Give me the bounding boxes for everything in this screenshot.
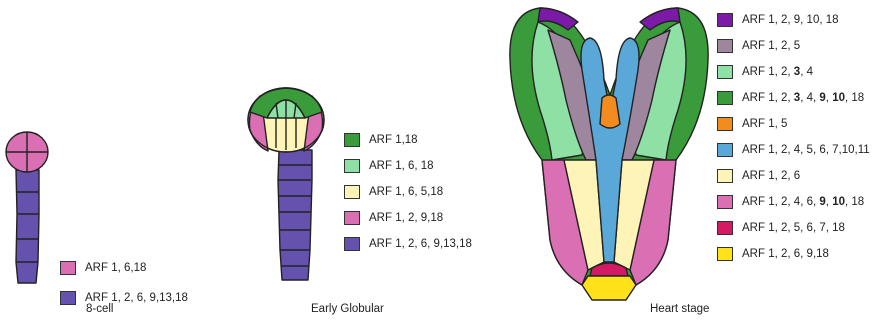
- legend-swatch: [60, 291, 76, 305]
- legend-swatch: [717, 13, 733, 27]
- legend-label: ARF 1, 5: [742, 117, 787, 131]
- legend-label: ARF 1, 6, 18: [369, 159, 434, 173]
- legend-swatch: [717, 247, 733, 261]
- legend-label: ARF 1, 2, 5, 6, 7, 18: [742, 221, 845, 235]
- caption-8-cell: 8-cell: [86, 302, 113, 316]
- legend-item: ARF 1, 2, 4, 6, 9, 10, 18: [717, 194, 864, 210]
- legend-label: ARF 1, 2, 6: [742, 169, 800, 183]
- legend-item: ARF 1, 2, 5: [717, 38, 800, 54]
- legend-label: ARF 1, 2, 9,18: [369, 211, 443, 225]
- legend-item: ARF 1, 2, 3, 4, 9, 10, 18: [717, 90, 864, 106]
- globular-suspensor: [278, 150, 312, 280]
- legend-swatch: [344, 211, 360, 225]
- legend-label: ARF 1, 2, 3, 4: [742, 65, 813, 79]
- legend-swatch: [344, 237, 360, 251]
- legend-item: ARF 1, 2, 5, 6, 7, 18: [717, 220, 845, 236]
- legend-label: ARF 1, 2, 4, 6, 9, 10, 18: [742, 195, 864, 209]
- legend-item: ARF 1, 6,18: [60, 260, 146, 276]
- legend-swatch: [717, 143, 733, 157]
- heart-root-cap: [582, 276, 636, 300]
- legend-swatch: [717, 65, 733, 79]
- legend-swatch: [717, 195, 733, 209]
- legend-label: ARF 1, 2, 3, 4, 9, 10, 18: [742, 91, 864, 105]
- legend-item: ARF 1, 2, 6, 9,13,18: [60, 290, 188, 306]
- legend-swatch: [717, 91, 733, 105]
- legend-item: ARF 1, 6, 5,18: [344, 184, 443, 200]
- legend-item: ARF 1, 2, 4, 5, 6, 7,10,11: [717, 142, 870, 158]
- legend-label: ARF 1, 6,18: [85, 261, 146, 275]
- legend-item: ARF 1, 2, 6, 9,18: [717, 246, 829, 262]
- legend-label: ARF 1, 2, 6, 9,13,18: [369, 237, 472, 251]
- legend-label: ARF 1, 6, 5,18: [369, 185, 443, 199]
- legend-swatch: [717, 221, 733, 235]
- heart-shoot-meristem: [600, 95, 620, 128]
- legend-swatch: [344, 133, 360, 147]
- legend-item: ARF 1, 2, 9, 10, 18: [717, 12, 839, 28]
- legend-label: ARF 1, 2, 6, 9,18: [742, 247, 829, 261]
- legend-label: ARF 1, 2, 9, 10, 18: [742, 13, 839, 27]
- caption-early-globular: Early Globular: [311, 302, 384, 316]
- legend-swatch: [344, 185, 360, 199]
- legend-swatch: [717, 169, 733, 183]
- legend-item: ARF 1, 2, 3, 4: [717, 64, 813, 80]
- legend-item: ARF 1,18: [344, 132, 418, 148]
- legend-item: ARF 1, 5: [717, 116, 787, 132]
- embryo-8-cell: [6, 132, 48, 283]
- embryo-early-globular: [248, 88, 324, 280]
- legend-item: ARF 1, 2, 6, 9,13,18: [344, 236, 472, 252]
- legend-swatch: [60, 261, 76, 275]
- legend-label: ARF 1,18: [369, 133, 418, 147]
- 8cell-suspensor: [16, 170, 39, 283]
- embryo-heart-stage: [510, 8, 708, 300]
- legend-swatch: [717, 117, 733, 131]
- caption-heart-stage: Heart stage: [650, 302, 709, 316]
- legend-label: ARF 1, 2, 4, 5, 6, 7,10,11: [742, 143, 870, 157]
- legend-item: ARF 1, 2, 6: [717, 168, 800, 184]
- legend-item: ARF 1, 6, 18: [344, 158, 434, 174]
- legend-label: ARF 1, 2, 5: [742, 39, 800, 53]
- legend-swatch: [344, 159, 360, 173]
- legend-item: ARF 1, 2, 9,18: [344, 210, 443, 226]
- legend-swatch: [717, 39, 733, 53]
